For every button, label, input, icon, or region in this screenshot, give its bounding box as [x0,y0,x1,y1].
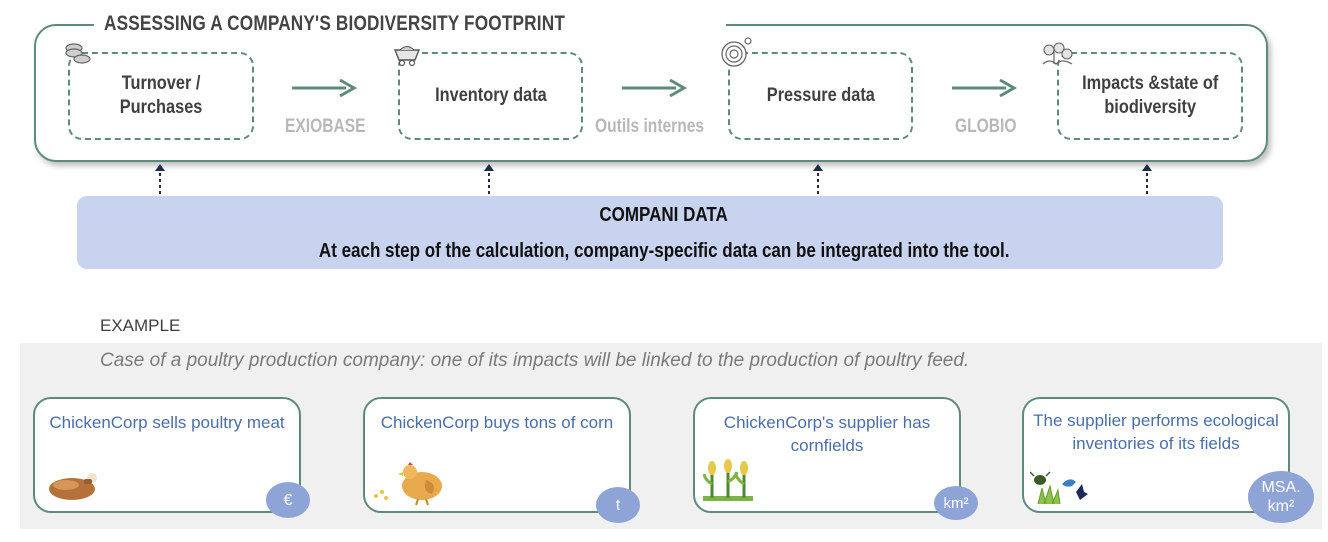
unit-badge-msa-line1: MSA. [1261,479,1301,496]
unit-badge-km2: km² [934,486,978,520]
card-ecological-inventories-text: The supplier performs ecological invento… [1033,411,1279,453]
unit-badge-msa-line2: km² [1267,498,1295,515]
unit-badge-msa-km2: MSA. km² [1248,471,1314,523]
step-impacts: Impacts &state of biodiversity [1057,52,1243,140]
step-pressure: Pressure data [728,52,913,140]
step-pressure-label: Pressure data [766,85,875,106]
card-buys-corn-text: ChickenCorp buys tons of corn [380,413,614,432]
case-description: Case of a poultry production company: on… [100,350,970,371]
flow-arrow-1 [292,78,358,98]
card-sells-meat-text: ChickenCorp sells poultry meat [49,413,285,432]
card-cornfields-text: ChickenCorp's supplier has cornfields [723,413,931,455]
card-cornfields: ChickenCorp's supplier has cornfields [693,397,961,513]
flow-arrow-3 [952,78,1018,98]
card-sells-meat: ChickenCorp sells poultry meat [33,397,301,513]
unit-badge-ton: t [596,487,640,523]
data-arrow-2 [484,164,494,194]
title-gap [94,10,726,40]
mine-cart-icon [393,46,421,67]
step-turnover-label-2: Purchases [119,97,203,118]
roast-chicken-icon [49,473,97,500]
data-arrow-1 [155,164,165,194]
step-inventory: Inventory data [398,52,583,140]
unit-badge-euro: € [266,482,310,518]
tool-exiobase: EXIOBASE [285,116,366,137]
data-arrow-4 [1142,164,1152,194]
card-ecological-inventories: The supplier performs ecological invento… [1022,397,1290,513]
step-inventory-label: Inventory data [434,85,547,106]
step-impacts-label-1: Impacts &state of [1081,73,1219,94]
company-data-band [77,196,1223,269]
step-turnover-label-1: Turnover / [121,73,201,94]
wildlife-icon [1030,471,1088,505]
target-icon [721,37,752,67]
step-turnover: Turnover / Purchases [68,52,254,140]
flow-arrow-2 [622,78,688,98]
company-data-text: At each step of the calculation, company… [318,240,1010,262]
tool-globio: GLOBIO [955,116,1017,137]
coins-icon [65,43,91,64]
plants-icon [1042,42,1073,65]
data-arrow-3 [813,164,823,194]
corn-field-icon [703,459,753,501]
footprint-title: ASSESSING A COMPANY'S BIODIVERSITY FOOTP… [104,12,566,35]
tool-internal: Outils internes [595,116,705,137]
step-impacts-label-2: biodiversity [1104,97,1196,118]
example-label: EXAMPLE [100,316,181,335]
hen-icon [374,462,442,506]
company-data-title: COMPANI DATA [599,204,729,226]
